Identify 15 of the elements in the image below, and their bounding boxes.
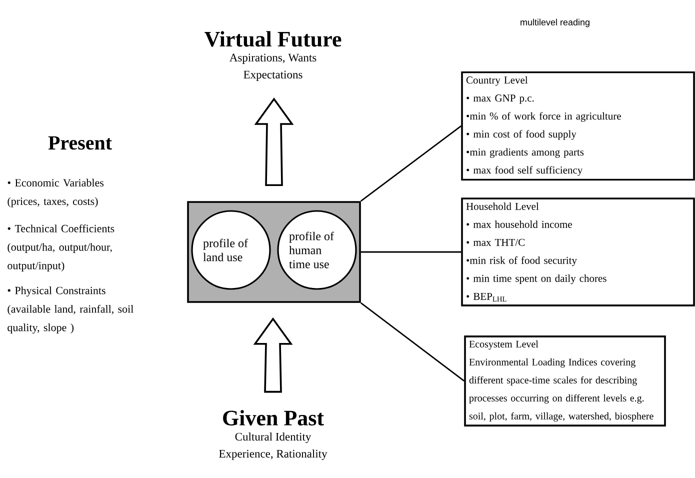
block-arrow xyxy=(253,317,293,393)
connector-line xyxy=(360,251,462,253)
heading-text: Present xyxy=(48,136,112,150)
heading-text: Virtual Future Aspirations, Wants Expectations xyxy=(204,31,342,81)
bullet-text: • Economic Variables (prices, taxes, costs) xyxy=(8,178,104,208)
heading-text: Given Past Cultural Identity Experience, Rationality xyxy=(219,410,328,460)
connector-line xyxy=(360,125,462,202)
note-text: multilevel reading xyxy=(520,18,590,28)
bullet-text: • Physical Constraints (available land, rainfall, soil quality, slope ) xyxy=(8,286,134,334)
bullet-text: • Technical Coefficients (output/ha, output/hour, output/input) xyxy=(8,224,114,272)
connector-line xyxy=(360,302,465,382)
block-arrow xyxy=(254,97,294,186)
criteria-box: Country Level • max GNP p.c. •min % of work force in agriculture • min cost of food supply •min gradients among parts • max food self sufficiency xyxy=(461,71,695,181)
criteria-box: Ecosystem Level Environmental Loading Indices covering different space-time scales for describing processes occurring on different levels e.g. soil, plot, farm, village, watershed, biosphere xyxy=(464,336,666,426)
criteria-box: Household Level • max household income • max THT/C •min risk of food security • min time spent on daily chores • BEP$_{LHL}$ xyxy=(461,198,695,306)
